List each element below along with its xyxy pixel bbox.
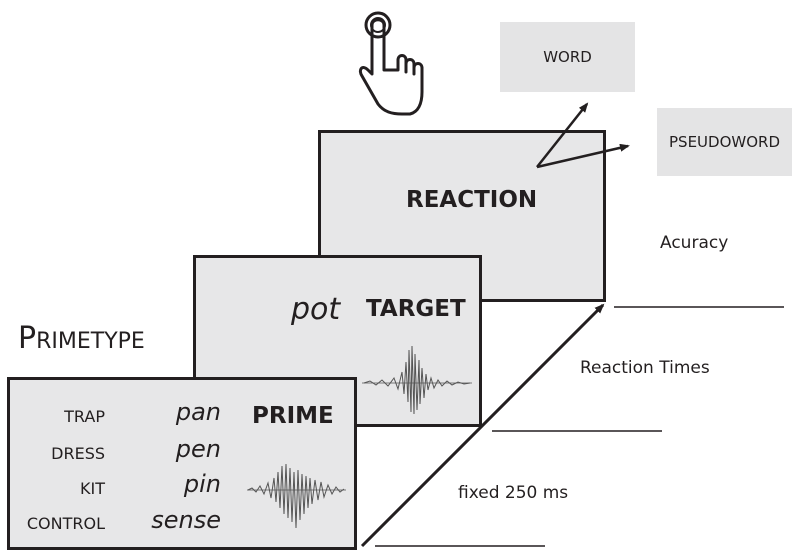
reaction-times-caption: Reaction Times <box>580 358 710 378</box>
accuracy-caption: Acuracy <box>660 233 729 253</box>
word-response-box: WORD <box>500 22 635 92</box>
fixed-interval-caption: fixed 250 ms <box>458 483 569 503</box>
prime-word-pen: pen <box>175 435 221 463</box>
waveform-icon <box>362 345 472 415</box>
prime-word-pin: pin <box>183 470 221 498</box>
arrow-to-pseudoword <box>536 143 630 169</box>
primetype-dress: DRESS <box>51 444 105 463</box>
timeline-arrow <box>360 303 605 548</box>
pointing-hand-icon <box>358 11 424 116</box>
primetype-kit: KIT <box>80 479 105 498</box>
primetype-title-initial: P <box>18 321 37 356</box>
prime-word-sense: sense <box>151 506 221 534</box>
prime-word-pan: pan <box>175 398 221 426</box>
target-word: pot <box>291 292 341 327</box>
primetype-trap: TRAP <box>64 407 105 426</box>
pseudoword-response-box: PSEUDOWORD <box>657 108 792 176</box>
prime-label: PRIME <box>252 403 334 429</box>
arrow-to-word <box>536 102 589 168</box>
reaction-label: REACTION <box>406 187 538 213</box>
target-label: TARGET <box>366 296 466 322</box>
waveform-icon <box>247 463 346 529</box>
word-response-label: WORD <box>543 48 592 66</box>
primetype-control: CONTROL <box>26 514 105 533</box>
primetype-title-rest: RIMETYPE <box>36 329 145 354</box>
pseudoword-response-label: PSEUDOWORD <box>669 133 780 151</box>
primetype-title: PRIMETYPE <box>18 324 145 354</box>
prime-panel: PRIME TRAP DRESS KIT CONTROL pan pen pin… <box>7 377 357 550</box>
